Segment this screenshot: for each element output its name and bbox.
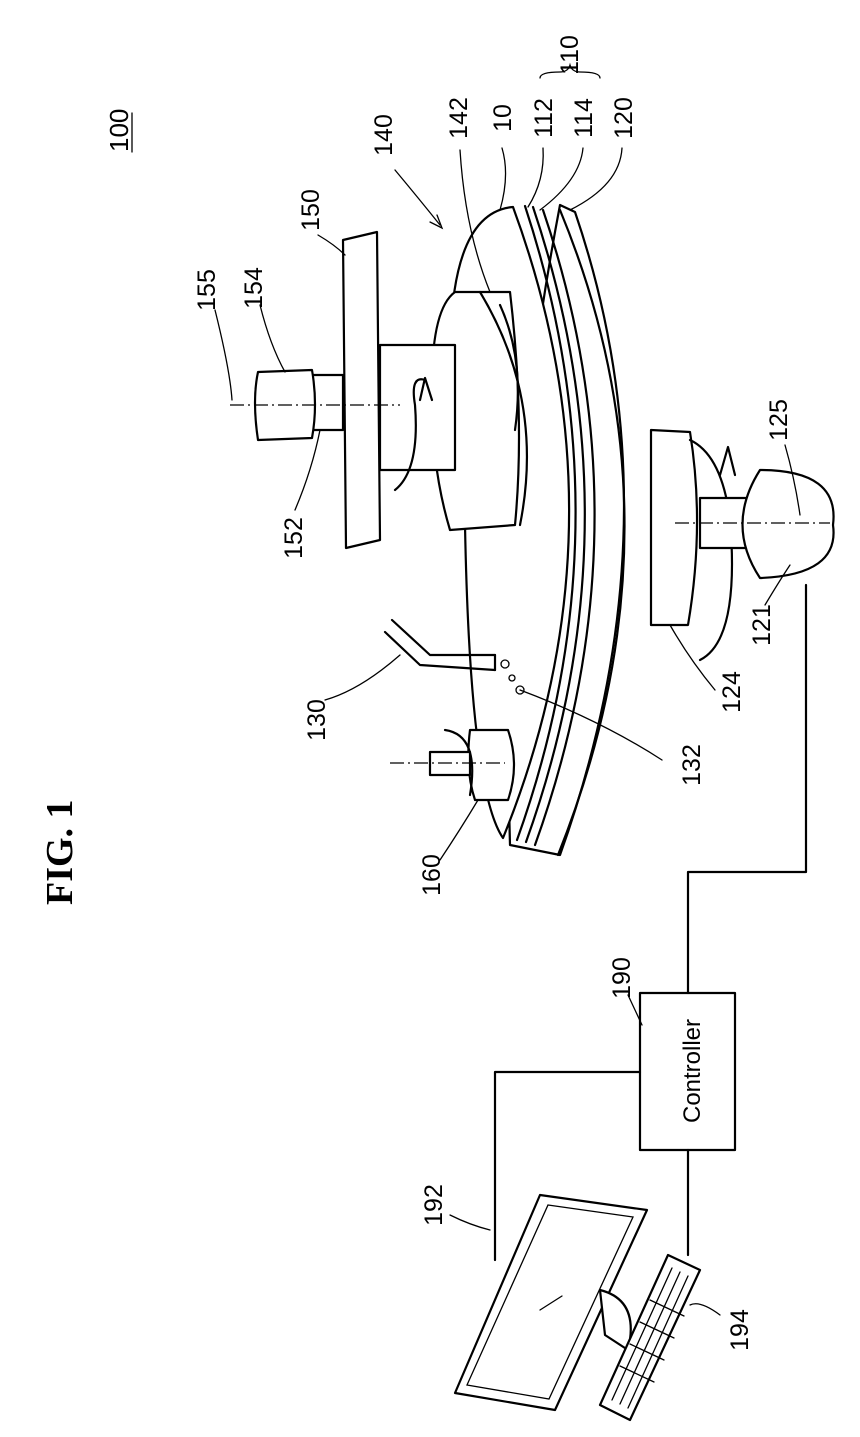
conditioner-body: [468, 730, 514, 800]
leader-155: [215, 310, 232, 400]
leader-120: [570, 148, 622, 210]
wire-motor-to-controller: [688, 585, 806, 993]
label-121: 121: [748, 604, 776, 646]
leader-124: [670, 625, 715, 690]
label-190: 190: [608, 957, 636, 999]
label-10: 10: [489, 104, 517, 132]
label-140: 140: [370, 114, 398, 156]
platen-shaft-124: [651, 430, 697, 625]
label-112: 112: [530, 98, 558, 138]
label-130: 130: [303, 699, 331, 741]
leader-192: [450, 1215, 490, 1230]
controller-190: Controller: [640, 993, 735, 1150]
figure-title: FIG. 1: [39, 799, 81, 905]
leader-130: [325, 655, 400, 700]
label-120: 120: [610, 97, 638, 139]
label-132: 132: [678, 744, 706, 786]
label-110: 110: [556, 35, 584, 75]
leader-140: [395, 170, 440, 225]
arm-150: [343, 232, 380, 548]
label-125: 125: [765, 399, 793, 441]
leader-140-head: [430, 215, 442, 228]
leader-112: [528, 148, 543, 207]
monitor-stand: [600, 1290, 631, 1350]
leader-160: [440, 800, 478, 860]
leader-194: [690, 1304, 720, 1315]
ref-100: 100: [104, 109, 134, 152]
carrier-head-140: [380, 292, 527, 530]
label-194: 194: [726, 1309, 754, 1351]
label-142: 142: [445, 97, 473, 139]
label-152: 152: [280, 517, 308, 559]
leader-114: [540, 148, 583, 210]
label-154: 154: [240, 267, 268, 309]
label-114: 114: [570, 98, 598, 138]
motor-121: [743, 470, 834, 578]
label-155: 155: [193, 269, 221, 311]
label-150: 150: [297, 189, 325, 231]
conditioner-160: [390, 730, 514, 800]
leader-10: [500, 148, 506, 210]
shaft-arrow-head: [720, 447, 735, 475]
leader-154: [260, 305, 285, 372]
label-160: 160: [418, 854, 446, 896]
label-124: 124: [718, 671, 746, 713]
controller-label: Controller: [679, 1019, 706, 1123]
leader-150: [318, 235, 345, 255]
label-192: 192: [420, 1184, 448, 1226]
carrier-spindle: [380, 345, 455, 470]
leader-152: [295, 430, 320, 510]
